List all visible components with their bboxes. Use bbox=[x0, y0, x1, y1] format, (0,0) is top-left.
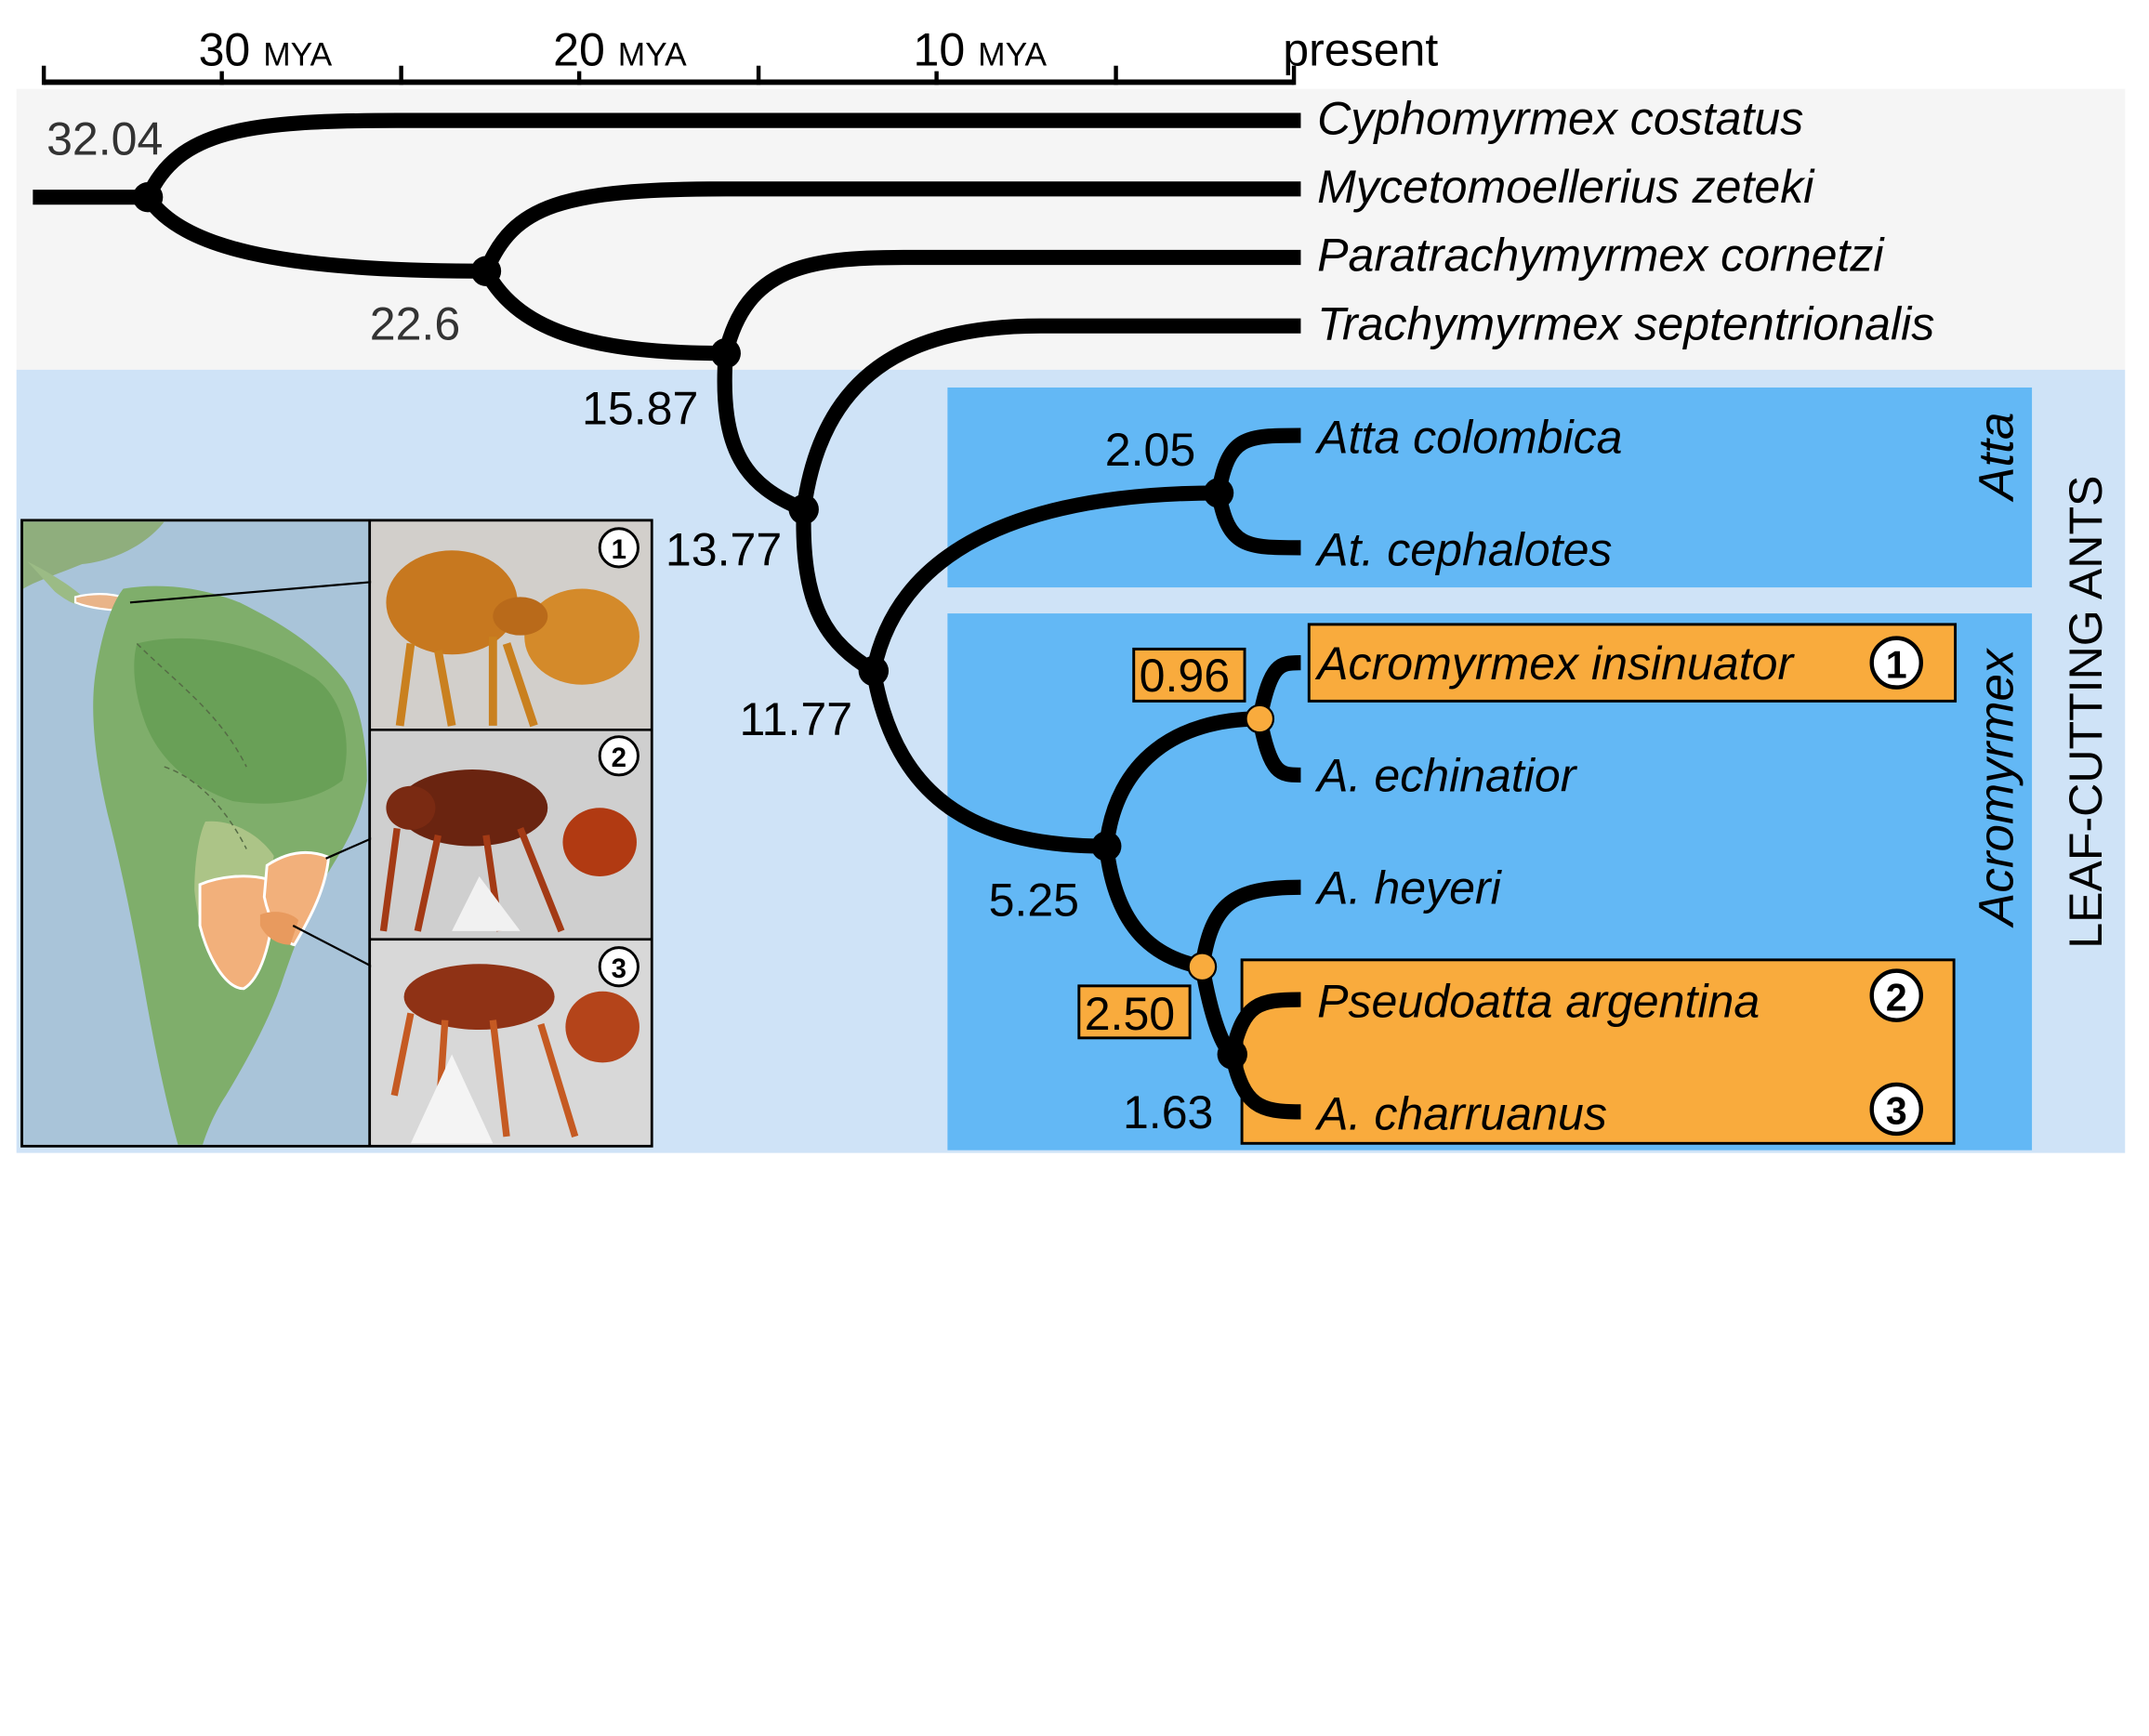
marker-2: 2 bbox=[1886, 976, 1907, 1019]
clade-label-atta: Atta bbox=[1969, 412, 2024, 502]
taxon-atta-colombica: Atta colombica bbox=[1314, 412, 1622, 464]
taxon-atta-cephalotes: At. cephalotes bbox=[1314, 524, 1612, 576]
photo-marker-2: 2 bbox=[612, 743, 626, 773]
marker-1: 1 bbox=[1886, 643, 1907, 686]
south-america-map bbox=[23, 521, 374, 1145]
marker-3: 3 bbox=[1886, 1090, 1907, 1133]
inset-panel: 1 2 3 bbox=[20, 519, 653, 1148]
taxon-paratrachymyrmex-cornetzi: Paratrachymyrmex cornetzi bbox=[1317, 230, 1885, 282]
taxon-markers: 1 2 3 bbox=[1869, 636, 1923, 1137]
node-age-insinuator: 0.96 bbox=[1140, 650, 1230, 702]
phylogeny-svg: 30 MYA 20 MYA 10 MYA present bbox=[16, 24, 2126, 1153]
tree-branches bbox=[33, 112, 1301, 1120]
node-age-inquiline-split: 2.50 bbox=[1085, 988, 1175, 1040]
taxon-trachymyrmex-septentrionalis: Trachymyrmex septentrionalis bbox=[1317, 297, 1934, 349]
node-age-paratrachymyrmex: 15.87 bbox=[582, 383, 698, 435]
node-age-root: 32.04 bbox=[46, 112, 163, 164]
tick-10: 10 MYA bbox=[914, 24, 1048, 76]
taxon-acromyrmex-insinuator: Acromyrmex insinuator bbox=[1314, 638, 1795, 690]
tree-nodes bbox=[132, 181, 1275, 1070]
node-age-mycetomoellerius: 22.6 bbox=[370, 297, 460, 349]
node-age-pseudoatta: 1.63 bbox=[1123, 1086, 1213, 1138]
node-age-trachymyrmex: 13.77 bbox=[666, 524, 782, 576]
timescale: 30 MYA 20 MYA 10 MYA present bbox=[41, 24, 1438, 85]
node-ages: 32.04 22.6 15.87 13.77 11.77 2.05 5.25 1… bbox=[46, 112, 1213, 1138]
photo-marker-3: 3 bbox=[612, 953, 626, 984]
atta-clade-box bbox=[947, 387, 2033, 588]
taxon-mycetomoellerius-zeteki: Mycetomoellerius zeteki bbox=[1317, 161, 1815, 213]
specimen-photo-1: 1 bbox=[371, 521, 651, 729]
highlight-box-pseudoatta-charruanus bbox=[1240, 958, 1956, 1145]
specimen-photo-2: 2 bbox=[371, 730, 651, 939]
specimen-photo-3: 3 bbox=[371, 940, 651, 1145]
tick-30: 30 MYA bbox=[199, 24, 333, 76]
taxon-acromyrmex-charruanus: A. charruanus bbox=[1314, 1088, 1607, 1140]
tick-20: 20 MYA bbox=[553, 24, 687, 76]
highlighted-node-ages: 0.96 2.50 bbox=[1077, 647, 1246, 1040]
clade-label-acromyrmex: Acromyrmex bbox=[1969, 647, 2024, 928]
node-age-atta: 2.05 bbox=[1105, 424, 1195, 476]
taxon-acromyrmex-echinatior: A. echinatior bbox=[1314, 750, 1578, 802]
photo-marker-1: 1 bbox=[612, 534, 626, 565]
node-age-leafcutters: 11.77 bbox=[739, 693, 852, 745]
group-label-leaf-cutting-ants: LEAF-CUTTING ANTS bbox=[2060, 476, 2112, 949]
taxon-acromyrmex-heyeri: A. heyeri bbox=[1314, 861, 1502, 914]
tick-present: present bbox=[1283, 24, 1438, 76]
taxon-labels: Cyphomyrmex costatus Mycetomoellerius ze… bbox=[1314, 92, 1934, 1139]
taxon-cyphomyrmex-costatus: Cyphomyrmex costatus bbox=[1317, 92, 1803, 144]
taxon-pseudoatta-argentina: Pseudoatta argentina bbox=[1317, 976, 1760, 1028]
node-age-acromyrmex: 5.25 bbox=[989, 875, 1079, 927]
highlight-box-insinuator bbox=[1307, 623, 1958, 703]
